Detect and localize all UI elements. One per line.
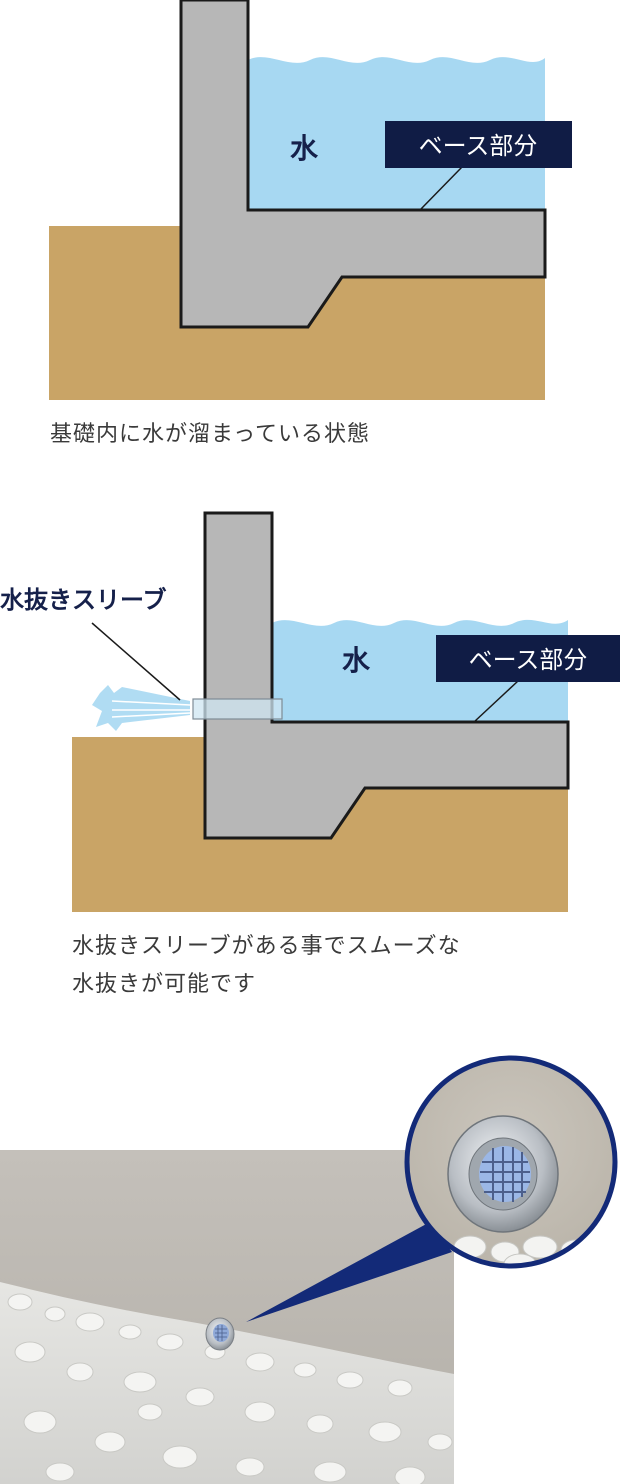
foundation-concrete: [203, 511, 570, 840]
caption-line-1: 水抜きスリーブがある事でスムーズな: [72, 934, 461, 959]
caption-line-2: 水抜きが可能です: [72, 972, 257, 997]
foundation-concrete: [179, 0, 547, 329]
drain-sleeve: [192, 698, 283, 720]
water-label: 水: [342, 644, 371, 677]
diagram2-caption: 水抜きスリーブがある事でスムーズな 水抜きが可能です: [72, 928, 461, 1004]
drain-sleeve-small: [205, 1317, 235, 1351]
sleeve-leader-line: [91, 622, 181, 701]
drain-photo: [0, 1055, 618, 1484]
sleeve-label: 水抜きスリーブ: [0, 586, 167, 614]
magnifier-circle: [404, 1055, 618, 1269]
base-leader-line: [419, 166, 463, 211]
callout-pointer: [246, 1222, 452, 1322]
drain-sleeve-diagram: 水抜きスリーブ 水 ベース部分: [0, 511, 620, 912]
base-label: ベース部分: [419, 132, 538, 160]
diagram1-caption: 基礎内に水が溜まっている状態: [50, 422, 371, 447]
base-label: ベース部分: [469, 646, 588, 674]
water-label: 水: [290, 132, 319, 165]
drain-grate-zoom-icon: [447, 1115, 559, 1233]
water-spray: [92, 685, 191, 731]
photo-scene: [0, 1150, 454, 1484]
foundation-water-diagram: 水 ベース部分: [49, 0, 572, 400]
base-label-box: [385, 121, 572, 168]
base-label-box: [436, 635, 620, 682]
base-leader-line: [473, 680, 519, 723]
